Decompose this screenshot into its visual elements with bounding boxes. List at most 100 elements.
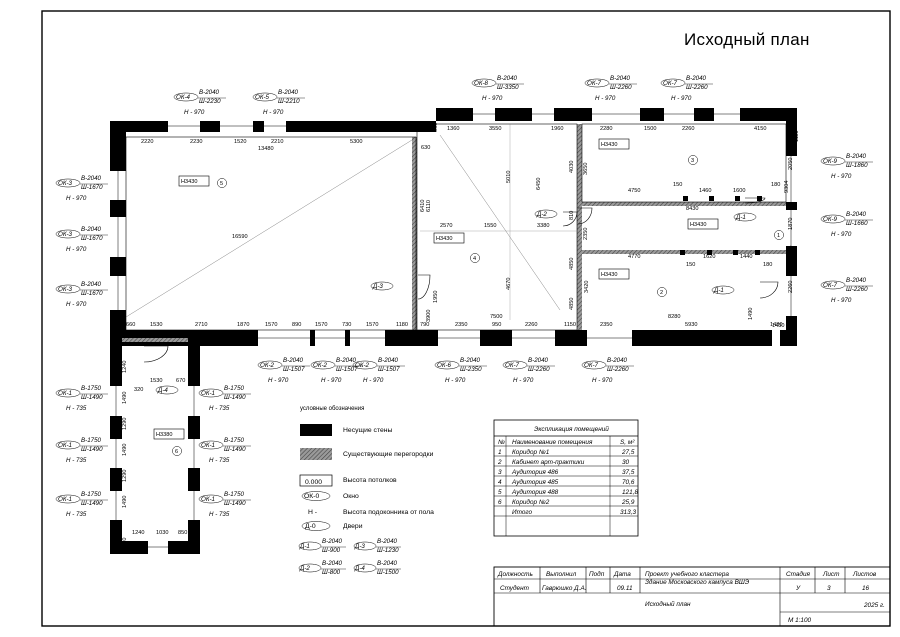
door-tag-ellipse	[370, 281, 394, 291]
window-height: В-1750	[81, 491, 102, 498]
dimension-value: 1870	[788, 218, 794, 230]
table-cell: 6	[498, 499, 502, 506]
window-tag-ellipse	[173, 92, 199, 102]
table-cell: Кабинет арт-практики	[512, 458, 585, 466]
ceiling-height-label: Н3430	[436, 236, 452, 242]
dimension-value: 2220	[141, 139, 153, 145]
dimension-value: 7500	[490, 314, 502, 320]
legend-sample-ceiling	[299, 474, 333, 487]
dimension-value: 180	[771, 182, 780, 188]
ceiling-height-box	[598, 138, 630, 150]
door-swing	[562, 211, 578, 227]
table-cell: Аудитория 486	[511, 468, 559, 476]
legend-label: Несущие стены	[343, 427, 393, 434]
window-sill-height: Н - 970	[66, 195, 87, 202]
stamp-project: Проект учебного кластера	[645, 570, 729, 578]
dimension-value: 1520	[234, 139, 246, 145]
diagonal-dimension-line	[439, 134, 561, 311]
stamp-header: Должность	[497, 571, 533, 578]
dimension-value: 16590	[232, 234, 248, 240]
ceiling-height-label: Н3380	[156, 432, 172, 438]
window-tag: ОК-1	[201, 390, 215, 397]
window-tag: ОК-1	[201, 442, 215, 449]
window-height: В-2040	[81, 226, 102, 233]
dimension-value: 8280	[668, 314, 680, 320]
stamp-sheets: 16	[862, 585, 870, 592]
bearing-wall-corridor	[110, 541, 148, 554]
legend-sample-sill: Н -	[308, 509, 317, 516]
stamp-header: Подп	[589, 570, 605, 578]
table-cell: 121,8	[622, 489, 638, 496]
dimension-value: 5300	[350, 139, 362, 145]
window-tag: ОК-1	[58, 442, 72, 449]
window-width: Ш-1670	[81, 184, 103, 191]
window-tag: ОК-3	[58, 180, 73, 187]
stamp-role: Студент	[500, 584, 530, 592]
window-sill-height: Н - 970	[445, 377, 466, 384]
stamp-name: Гаврюшко Д.А.	[542, 585, 586, 592]
ceiling-height-box	[433, 232, 465, 244]
window-sill-height: Н - 970	[321, 377, 342, 384]
window-height: В-2040	[283, 357, 304, 364]
window-tag-ellipse	[55, 229, 81, 239]
bearing-wall-top	[694, 108, 714, 121]
bearing-wall-corridor	[168, 541, 200, 554]
legend-window-ellipse	[301, 491, 331, 501]
explication-table-frame	[493, 419, 639, 537]
bearing-wall-corridor	[110, 346, 122, 386]
dimension-value: 1570	[315, 322, 327, 328]
bearing-wall-bottom	[310, 330, 315, 346]
room-number: 4	[473, 256, 476, 262]
bearing-wall-bottom	[410, 330, 438, 346]
window-width: Ш-1860	[846, 162, 868, 169]
bearing-wall-top	[200, 121, 220, 132]
stamp-header: Лист	[822, 571, 840, 578]
window-tag-ellipse	[352, 360, 378, 370]
column	[755, 250, 760, 255]
ceiling-height-label: Н3430	[690, 222, 706, 228]
table-cell: Аудитория 488	[511, 488, 559, 496]
dimension-value: 1490	[122, 496, 128, 508]
dimension-value: 1150	[564, 322, 576, 328]
table-cell: 1	[498, 449, 502, 456]
window-tag: ОК-2	[313, 362, 328, 369]
window-tag: ОК-7	[505, 362, 520, 369]
legend-label: Окно	[343, 493, 359, 500]
window-height: В-2040	[528, 357, 549, 364]
column	[733, 250, 738, 255]
column	[707, 250, 712, 255]
window-tag-ellipse	[55, 440, 81, 450]
bearing-wall-left	[110, 257, 126, 276]
dimension-value: 8430	[686, 206, 698, 212]
door-spec-ellipse	[298, 563, 322, 573]
legend-door-ellipse	[301, 521, 331, 531]
window-tag-ellipse	[257, 360, 283, 370]
table-cell: Коридор №1	[512, 448, 550, 456]
diagonal-dimension-line	[125, 139, 413, 318]
dimension-value: 860	[433, 123, 439, 132]
window-tag-ellipse	[660, 78, 686, 88]
room-number: 2	[660, 290, 663, 296]
window-tag: ОК-1	[58, 496, 72, 503]
window-width: Ш-2210	[278, 98, 300, 105]
dimension-value: 2280	[600, 126, 612, 132]
dimension-value: 150	[686, 262, 695, 268]
window-height: В-2040	[497, 75, 518, 82]
stamp-year: 2025 г.	[863, 602, 885, 609]
dimension-value: 1620	[703, 254, 715, 260]
stamp-stage: У	[795, 585, 801, 592]
dimension-value: 180	[763, 262, 772, 268]
bearing-wall-right	[786, 246, 797, 276]
stamp-header: Выполнил	[546, 571, 577, 578]
dimension-value: 320	[134, 387, 143, 393]
dimension-value: 4670	[506, 278, 512, 290]
door-spec-tag: Д-3	[354, 543, 365, 550]
stamp-sheet: 3	[827, 585, 831, 592]
ceiling-height-box	[153, 428, 185, 440]
dimension-value: 1530	[150, 378, 162, 384]
door-spec-width: Ш-1500	[377, 569, 399, 576]
room-outline	[581, 123, 787, 203]
ceiling-height-box	[687, 218, 719, 230]
dimension-value: 1180	[396, 322, 408, 328]
